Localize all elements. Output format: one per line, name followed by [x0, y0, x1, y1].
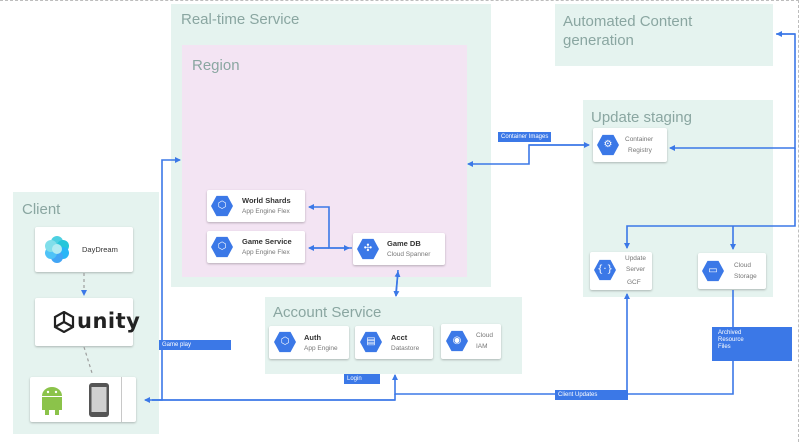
acct-subtitle: Datastore: [391, 345, 420, 352]
auth-card[interactable]: ⬡ Auth App Engine: [269, 326, 349, 359]
device-divider: [121, 377, 122, 422]
world-shards-title: World Shards: [242, 196, 291, 205]
client-updates-tag: Client Updates: [555, 390, 628, 400]
game-play-tag: Game play: [159, 340, 231, 350]
arrow-automated-staging: [669, 33, 796, 151]
cloud-storage-line2: Storage: [734, 273, 757, 280]
game-db-card[interactable]: ✣ Game DB Cloud Spanner: [353, 233, 445, 265]
archived-resource-files-tag: Archived Resource Files: [712, 327, 792, 361]
acct-card[interactable]: ▤ Acct Datastore: [355, 326, 433, 359]
world-shards-card[interactable]: ⬡ World Shards App Engine Flex: [207, 190, 305, 222]
container-registry-card[interactable]: ⚙ Container Registry: [593, 128, 667, 162]
cloud-storage-line1: Cloud: [734, 262, 751, 269]
phone-icon[interactable]: [88, 382, 110, 418]
update-server-line3: GCF: [627, 279, 641, 286]
auth-title: Auth: [304, 333, 322, 342]
arrow-registry-region: [467, 144, 587, 167]
arrow-account-gamedb: [394, 271, 401, 293]
daydream-card[interactable]: DayDream: [35, 227, 133, 272]
automated-content-panel: Automated Content generation: [555, 4, 773, 66]
container-registry-line2: Registry: [628, 147, 652, 154]
unity-card: unity: [35, 298, 140, 346]
app-engine-icon: ⬡: [211, 236, 233, 258]
update-server-line2: Server: [626, 266, 646, 273]
client-title: Client: [22, 201, 61, 218]
login-tag: Login: [344, 374, 380, 384]
archived-line1: Archived: [718, 330, 742, 336]
unity-text: unity: [77, 309, 141, 333]
auth-subtitle: App Engine: [304, 345, 338, 352]
world-shards-subtitle: App Engine Flex: [242, 208, 290, 215]
acct-title: Acct: [391, 333, 408, 342]
account-service-title: Account Service: [273, 304, 382, 321]
daydream-icon: [45, 236, 69, 263]
update-staging-title: Update staging: [591, 109, 692, 126]
cloud-iam-icon: ◉: [446, 330, 468, 352]
cloud-spanner-icon: ✣: [357, 238, 379, 260]
cloud-iam-line2: IAM: [476, 343, 488, 350]
region-title: Region: [192, 57, 240, 74]
container-registry-line1: Container: [625, 136, 654, 143]
update-server-card[interactable]: {·} Update Server GCF: [590, 252, 652, 290]
archived-line2: Resource: [718, 337, 744, 343]
arrow-unity-devices: [83, 346, 93, 374]
container-images-tag: Container Images: [498, 132, 552, 142]
game-db-title: Game DB: [387, 239, 421, 248]
game-service-card[interactable]: ⬡ Game Service App Engine Flex: [207, 231, 305, 263]
arrow-staging-updateserver: [624, 148, 796, 249]
cloud-iam-line1: Cloud: [476, 332, 493, 339]
container-registry-icon: ⚙: [597, 134, 619, 156]
cloud-storage-icon: ▭: [702, 260, 724, 282]
cloud-storage-card[interactable]: ▭ Cloud Storage: [698, 253, 766, 289]
game-service-title: Game Service: [242, 237, 292, 246]
app-engine-icon: ⬡: [211, 195, 233, 217]
archived-line3: Files: [718, 344, 731, 350]
datastore-icon: ▤: [360, 331, 382, 353]
game-db-subtitle: Cloud Spanner: [387, 251, 431, 258]
arrow-login-line: [152, 394, 396, 401]
unity-logo: [53, 311, 75, 333]
android-icon[interactable]: [39, 384, 65, 416]
app-engine-icon: ⬡: [274, 331, 296, 353]
arrow-gameplay: [152, 157, 181, 401]
arrow-worldshards-gamedb: [308, 204, 352, 249]
devices-card: [30, 377, 136, 422]
realtime-service-title: Real-time Service: [181, 11, 300, 28]
automated-content-title: Automated Content generation: [563, 13, 693, 49]
update-server-line1: Update: [625, 255, 646, 262]
cloud-iam-card[interactable]: ◉ Cloud IAM: [441, 324, 501, 359]
daydream-label: DayDream: [82, 245, 118, 254]
game-service-subtitle: App Engine Flex: [242, 249, 290, 256]
cloud-functions-icon: {·}: [594, 259, 616, 281]
